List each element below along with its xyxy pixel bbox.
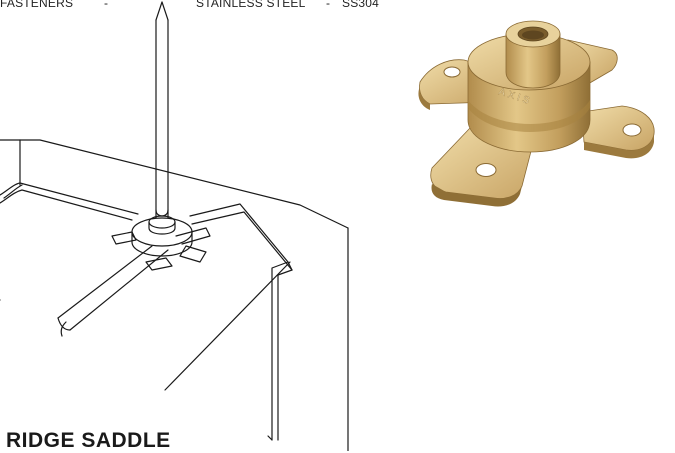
ridge-strap-left bbox=[0, 182, 139, 221]
caption-material: STAINLESS STEEL bbox=[196, 0, 306, 10]
material-caption: FASTENERS - STAINLESS STEEL - SS304 bbox=[0, 0, 675, 12]
down-strap bbox=[57, 245, 169, 337]
diagram-title: RIDGE SADDLE bbox=[6, 429, 171, 452]
caption-grade: SS304 bbox=[342, 0, 380, 10]
roof-outline bbox=[0, 139, 349, 451]
air-terminal-rod bbox=[155, 1, 169, 219]
caption-dash-2: - bbox=[326, 0, 331, 10]
caption-dash-1: - bbox=[104, 0, 109, 10]
saddle-boss bbox=[505, 20, 561, 89]
caption-fasteners: FASTENERS bbox=[0, 0, 74, 10]
ridge-strap-right bbox=[189, 203, 293, 441]
saddle-leg-right bbox=[581, 105, 655, 159]
